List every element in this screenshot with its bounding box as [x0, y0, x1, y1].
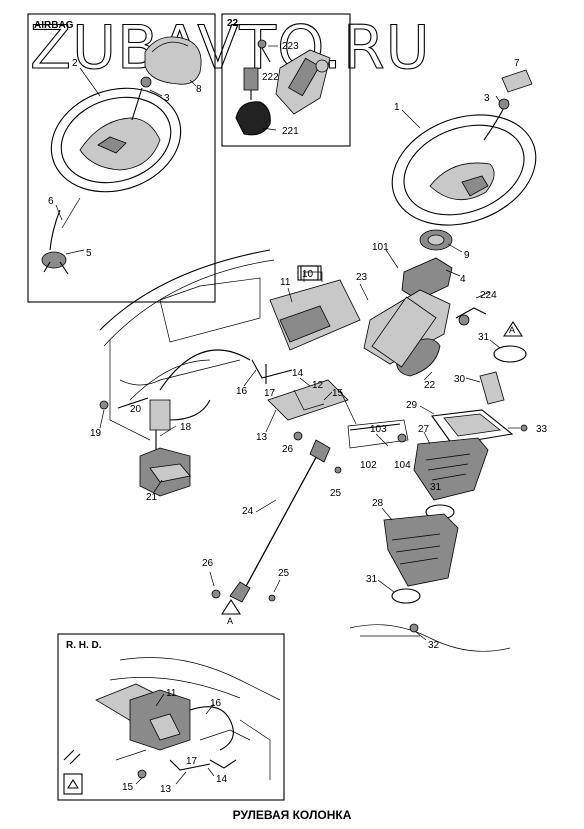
callout-8: 8 — [196, 84, 202, 95]
callout-222: 222 — [262, 72, 279, 83]
column-boots: A 31 30 29 33 27 31 28 31 — [349, 320, 548, 652]
callout-31-upper: 31 — [478, 332, 490, 343]
watermark: ZUBAVTO.RU — [30, 13, 431, 83]
callout-25-lower: 25 — [278, 568, 290, 579]
rhd-callout-11: 11 — [166, 688, 177, 699]
callout-25-upper: 25 — [330, 488, 342, 499]
callout-22: 22 — [424, 380, 436, 391]
rhd-inset-title: R. H. D. — [66, 640, 102, 651]
rhd-callout-17: 17 — [186, 756, 198, 767]
callout-104: 104 — [394, 460, 411, 471]
callout-16: 16 — [236, 386, 248, 397]
steering-wheel: 1 7 3 — [391, 58, 537, 226]
callout-4: 4 — [460, 274, 466, 285]
callout-6: 6 — [48, 196, 54, 207]
callout-20: 20 — [130, 404, 142, 415]
callout-10: 10 — [302, 269, 314, 280]
callout-26-lower: 26 — [202, 558, 214, 569]
callout-24: 24 — [242, 506, 254, 517]
rhd-callout-14: 14 — [216, 774, 228, 785]
ignition-inset-title: 22 — [227, 18, 239, 29]
rhd-callout-13: 13 — [160, 784, 172, 795]
rhd-callout-16: 16 — [210, 698, 222, 709]
dashboard-bracket: 103 102 104 10 11 16 17 14 15 12 20 19 1… — [90, 249, 411, 503]
callout-19: 19 — [90, 428, 102, 439]
callout-223: 223 — [282, 41, 299, 52]
callout-103: 103 — [370, 424, 387, 435]
callout-23: 23 — [356, 272, 368, 283]
callout-2: 2 — [72, 58, 78, 69]
callout-101: 101 — [372, 242, 389, 253]
callout-26-upper: 26 — [282, 444, 294, 455]
callout-14: 14 — [292, 368, 304, 379]
callout-9: 9 — [464, 250, 470, 261]
callout-30: 30 — [454, 374, 466, 385]
callout-3: 3 — [164, 93, 170, 104]
callout-221: 221 — [282, 126, 299, 137]
callout-1: 1 — [394, 102, 400, 113]
callout-31-lower: 31 — [366, 574, 378, 585]
callout-17: 17 — [264, 388, 276, 399]
callout-27: 27 — [418, 424, 430, 435]
callout-13: 13 — [256, 432, 268, 443]
callout-102: 102 — [360, 460, 377, 471]
callout-11: 11 — [280, 277, 291, 288]
arrow-a-lower: A — [227, 616, 233, 626]
figure-caption: РУЛЕВАЯ КОЛОНКА — [232, 808, 352, 822]
callout-224: 224 — [480, 290, 497, 301]
callout-7: 7 — [514, 58, 520, 69]
callout-3-main: 3 — [484, 93, 490, 104]
callout-15: 15 — [332, 388, 344, 399]
callout-32: 32 — [428, 640, 440, 651]
callout-28: 28 — [372, 498, 384, 509]
callout-31-middle: 31 — [430, 482, 442, 493]
intermediate-shaft: 24 26 25 26 25 A — [202, 431, 342, 626]
rhd-callout-15: 15 — [122, 782, 134, 793]
callout-5: 5 — [86, 248, 92, 259]
airbag-inset-title: AIRBAG — [34, 20, 74, 31]
callout-33: 33 — [536, 424, 548, 435]
rhd-inset: R. H. D. 11 16 17 14 13 15 — [57, 633, 285, 801]
callout-12: 12 — [312, 380, 324, 391]
callout-29: 29 — [406, 400, 418, 411]
column-upper: 9 4 101 224 22 23 — [356, 229, 497, 391]
callout-18: 18 — [180, 422, 192, 433]
callout-21: 21 — [146, 492, 158, 503]
ignition-inset: 22 223 222 221 — [221, 13, 351, 147]
airbag-inset: AIRBAG 2 3 8 6 5 — [27, 13, 216, 303]
callout-10-box — [297, 265, 319, 281]
arrow-a-upper: A — [509, 325, 515, 335]
